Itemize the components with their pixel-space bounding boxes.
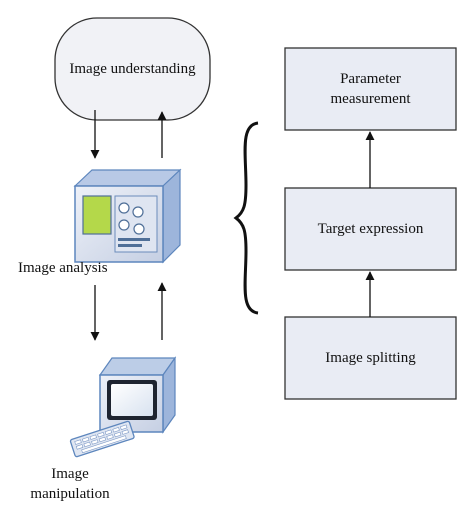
image-splitting-label: Image splitting xyxy=(325,350,416,366)
target-expression-label: Target expression xyxy=(317,221,424,237)
image-splitting-box xyxy=(284,316,457,400)
image-analysis-label: Image analysis xyxy=(18,260,108,276)
keyboard-icon xyxy=(69,420,135,458)
parameter-measurement-label: Parameter measurement xyxy=(330,71,411,107)
image-understanding-label: Image understanding xyxy=(69,61,196,77)
image-manipulation-label: Image manipulation xyxy=(30,466,110,502)
computer-monitor-icon xyxy=(98,356,177,434)
parameter-measurement-box xyxy=(284,47,457,131)
curly-brace xyxy=(233,121,259,315)
analysis-device-icon xyxy=(73,168,182,264)
image-understanding-node xyxy=(54,17,211,121)
